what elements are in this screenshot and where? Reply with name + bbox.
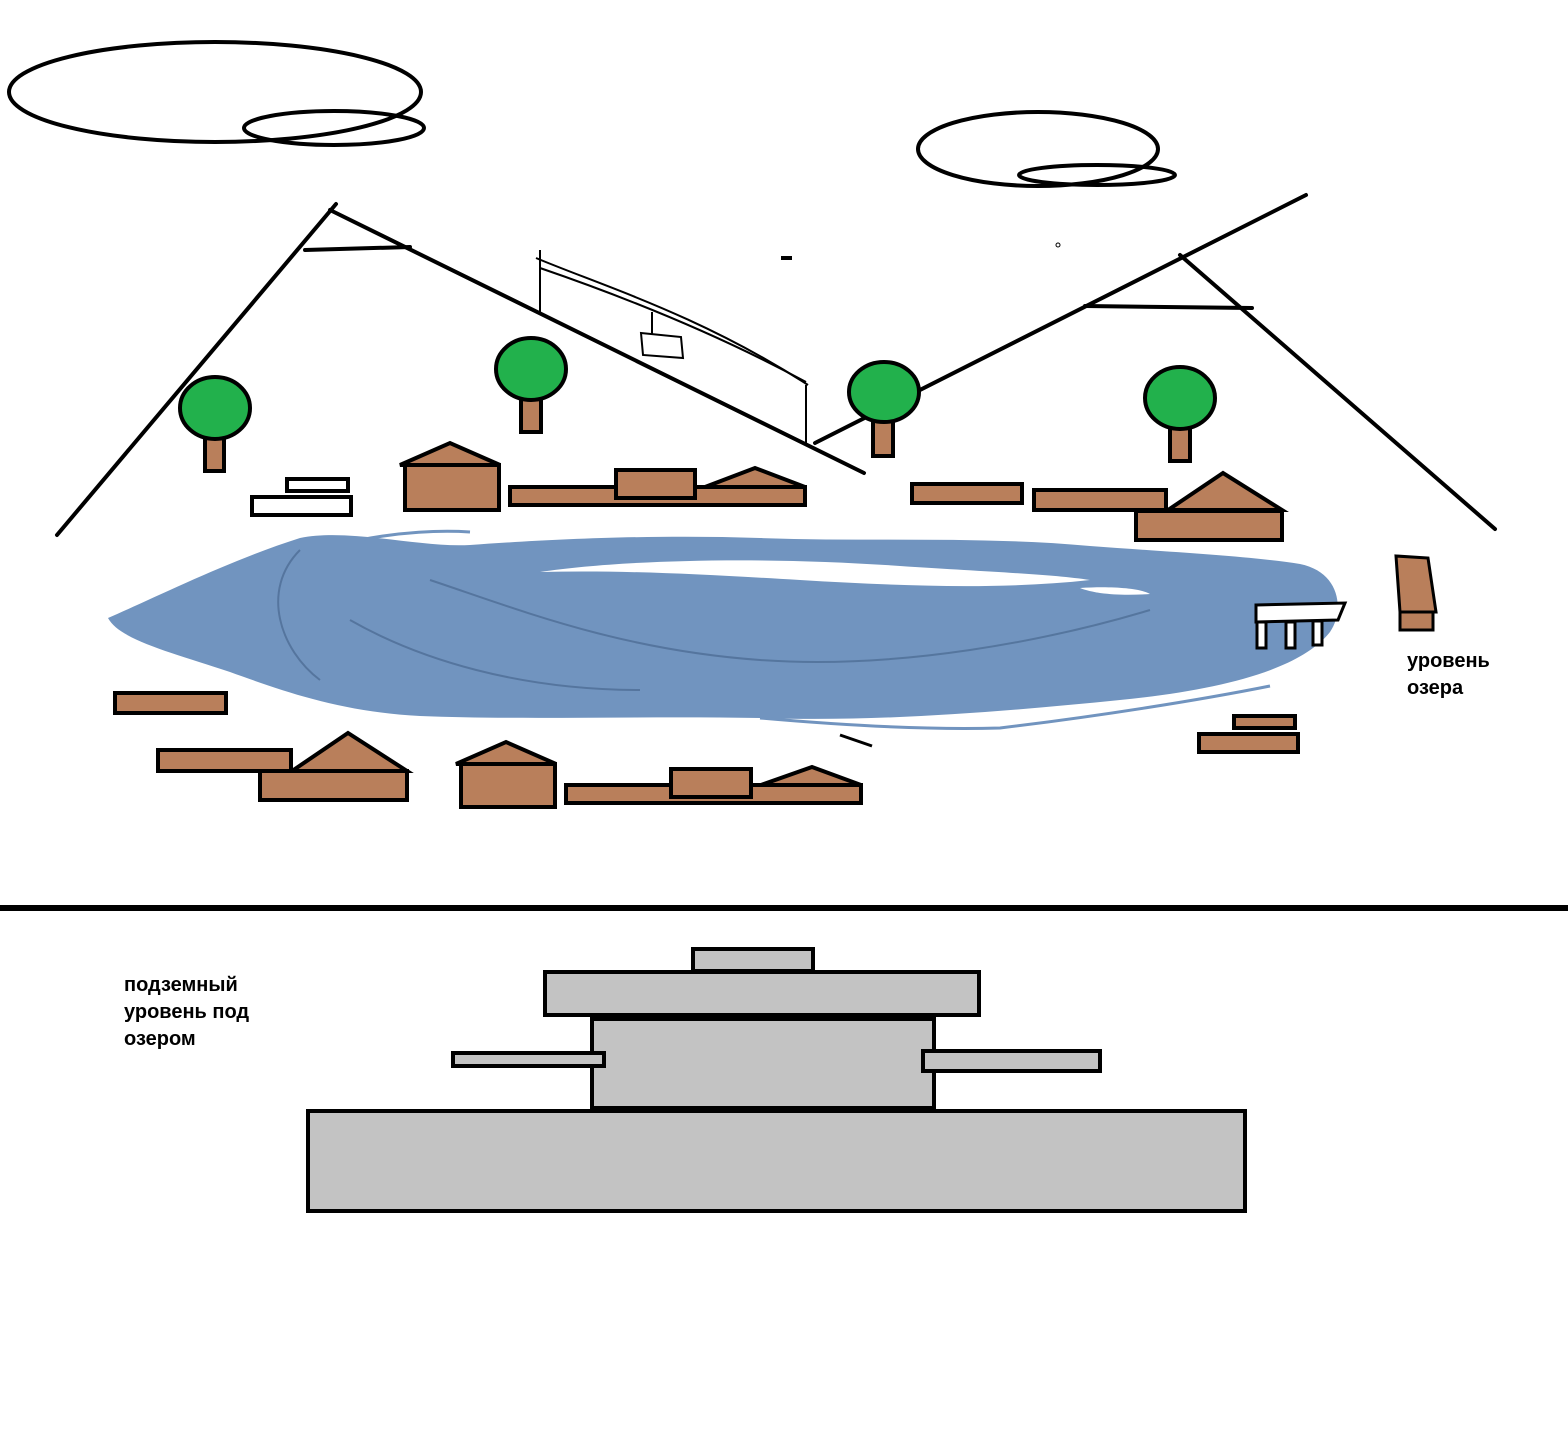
underground-level-label: подземный уровень под озером [124, 972, 249, 1053]
house-icon [399, 440, 501, 512]
lake-level-label-line: уровень [1407, 650, 1490, 672]
tree-icon [494, 336, 568, 434]
building [1394, 554, 1438, 632]
underground-level-label-line: уровень под [124, 1001, 250, 1023]
building [910, 482, 1024, 505]
cloud-icon [7, 40, 426, 147]
building [113, 691, 228, 715]
underground-level-label-line: подземный [124, 974, 238, 996]
cloud-icon [916, 110, 1177, 188]
house-icon [156, 730, 414, 802]
tree-icon [847, 360, 921, 458]
bunker-icon [306, 947, 1247, 1213]
house-icon [455, 739, 557, 809]
mountain-icon [55, 202, 866, 537]
house-icon [564, 764, 863, 805]
building [1197, 714, 1300, 754]
tree-icon [1143, 365, 1217, 463]
pier-icon [1254, 601, 1348, 650]
bench [250, 477, 353, 517]
lake-level-label-line: озера [1407, 677, 1464, 699]
underground-level-label-line: озером [124, 1028, 196, 1050]
lake-level-label: уровень озера [1407, 648, 1490, 702]
cable-car-line [535, 250, 809, 446]
house-icon [1032, 470, 1289, 542]
tree-icon [178, 375, 252, 473]
house-icon [508, 465, 807, 507]
lake-icon [108, 529, 1338, 748]
